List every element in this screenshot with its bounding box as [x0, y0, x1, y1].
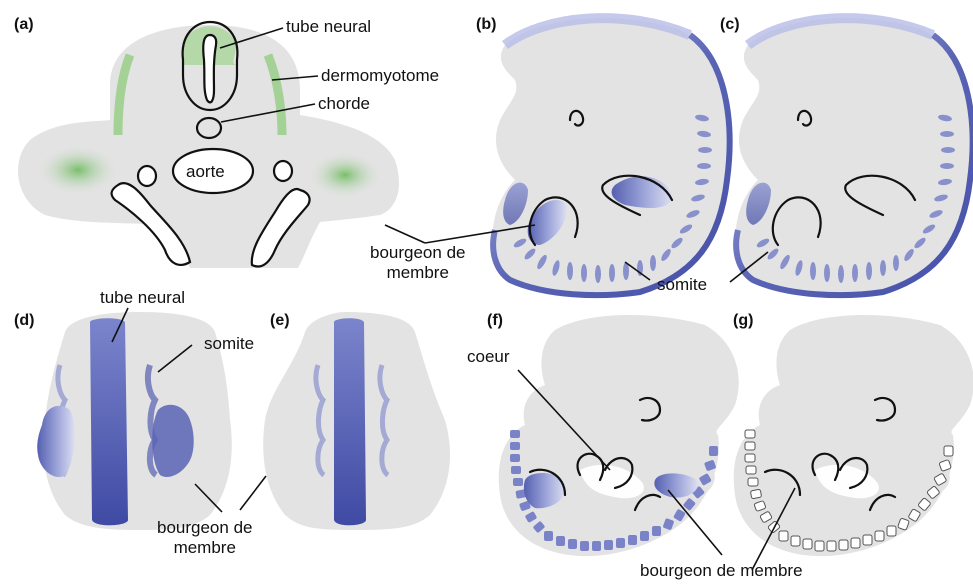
panel-e-dorsal	[240, 312, 450, 530]
panel-label-b: (b)	[476, 16, 496, 34]
label-bourgeon-de-membre-abc: bourgeon de membre	[370, 243, 465, 282]
label-bourgeon-de-membre-fg: bourgeon de membre	[640, 561, 803, 581]
label-aorte: aorte	[186, 162, 225, 182]
label-bourgeon-line2: membre	[370, 263, 465, 283]
label-bourgeon-de-line2: membre	[157, 538, 252, 558]
panel-c-embryo	[730, 18, 973, 298]
panel-f-embryo	[499, 315, 739, 556]
label-somite-d: somite	[204, 334, 254, 354]
panel-b-embryo	[425, 18, 731, 298]
label-bourgeon-de-membre-de: bourgeon de membre	[157, 518, 252, 557]
label-bourgeon-line1: bourgeon de	[370, 243, 465, 263]
label-somite-bc: somite	[657, 275, 707, 295]
panel-label-g: (g)	[733, 312, 753, 330]
panel-label-e: (e)	[270, 312, 290, 330]
panel-label-c: (c)	[720, 16, 740, 34]
panel-g-embryo	[734, 315, 973, 570]
panel-d-dorsal	[37, 308, 232, 530]
label-dermomyotome: dermomyotome	[321, 66, 439, 86]
label-tube-neural-a: tube neural	[286, 17, 371, 37]
panel-label-a: (a)	[14, 16, 34, 34]
label-bourgeon-de-line1: bourgeon de	[157, 518, 252, 538]
panel-label-f: (f)	[487, 312, 503, 330]
label-coeur: coeur	[467, 347, 510, 367]
panel-label-d: (d)	[14, 312, 34, 330]
label-tube-neural-d: tube neural	[100, 288, 185, 308]
panel-a-section	[18, 22, 425, 268]
label-chorde: chorde	[318, 94, 370, 114]
